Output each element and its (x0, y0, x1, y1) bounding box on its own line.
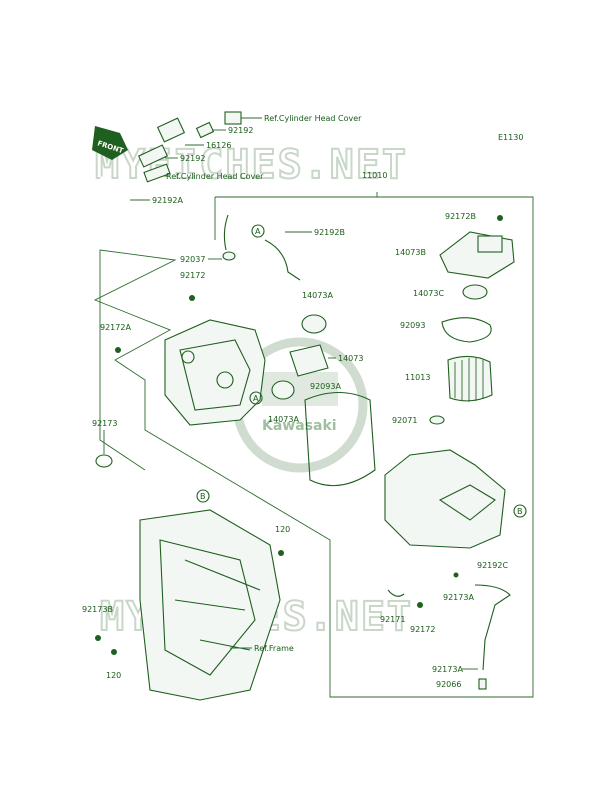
label-92173A-bot: 92173A (432, 665, 463, 674)
label-92192A: 92192A (152, 196, 183, 205)
label-92066: 92066 (436, 680, 461, 689)
callout-a-mid-text: A (253, 394, 259, 403)
callout-b-right-text: B (517, 507, 523, 516)
label-92192-mid: 92192 (180, 154, 205, 163)
label-14073C: 14073C (413, 289, 444, 298)
label-92192C: 92192C (477, 561, 508, 570)
gasket-92093 (441, 317, 492, 343)
diagram-code: E1130 (498, 133, 523, 142)
callout-a-top (251, 224, 265, 238)
air-box-lid (164, 319, 266, 426)
label-14073A-bot: 14073A (268, 415, 299, 424)
air-filter-element (447, 355, 493, 402)
label-92192-top: 92192 (228, 126, 253, 135)
label-ref-cylinder-head-cover-1: Ref.Cylinder Head Cover (264, 114, 362, 123)
label-92093A: 92093A (310, 382, 341, 391)
label-11013: 11013 (405, 373, 430, 382)
cap-92066 (478, 678, 487, 690)
label-ref-frame: Ref.Frame (254, 644, 294, 653)
part-92071 (429, 415, 445, 425)
label-92173B: 92173B (82, 605, 113, 614)
duct-14073A-top (301, 314, 327, 334)
callout-b-left (196, 489, 210, 503)
part-14073C (462, 284, 488, 300)
label-92172B: 92172B (445, 212, 476, 221)
label-11010: 11010 (362, 171, 387, 180)
air-cleaner-housing: B (384, 449, 527, 549)
label-14073B: 14073B (395, 248, 426, 257)
label-14073: 14073 (338, 354, 363, 363)
callout-a-mid (249, 391, 263, 405)
frame (139, 509, 281, 701)
label-92192B: 92192B (314, 228, 345, 237)
air-cleaner-cover (439, 231, 515, 279)
label-16126: 16126 (206, 141, 231, 150)
label-92172-top: 92172 (180, 271, 205, 280)
clamp-92173 (95, 454, 113, 468)
label-92093: 92093 (400, 321, 425, 330)
label-120-top: 120 (275, 525, 290, 534)
part-92171 (387, 589, 405, 597)
logo-text: Kawasaki (262, 418, 337, 434)
label-92171: 92171 (380, 615, 405, 624)
gasket-92093A (304, 392, 376, 487)
front-arrow-icon: FRONT (92, 126, 128, 160)
label-14073A-top: 14073A (302, 291, 333, 300)
label-92172-bot: 92172 (410, 625, 435, 634)
label-ref-cylinder-head-cover-2: Ref.Cylinder Head Cover (166, 172, 264, 181)
callout-b-right (513, 504, 527, 518)
drain-hose-92192C (474, 584, 511, 671)
duct-14073A-bot (271, 380, 295, 400)
label-92172A: 92172A (100, 323, 131, 332)
label-92037: 92037 (180, 255, 205, 264)
duct-14073 (289, 344, 329, 377)
callout-b-left-text: B (200, 492, 206, 501)
label-92173A-mid: 92173A (443, 593, 474, 602)
label-92173: 92173 (92, 419, 117, 428)
watermark-top: MYFICHES.NET (95, 142, 408, 188)
breather-hose-top (99, 111, 242, 234)
callout-a-top-text: A (255, 227, 261, 236)
assembly-outline (93, 192, 534, 698)
label-120-bot: 120 (106, 671, 121, 680)
label-92071: 92071 (392, 416, 417, 425)
